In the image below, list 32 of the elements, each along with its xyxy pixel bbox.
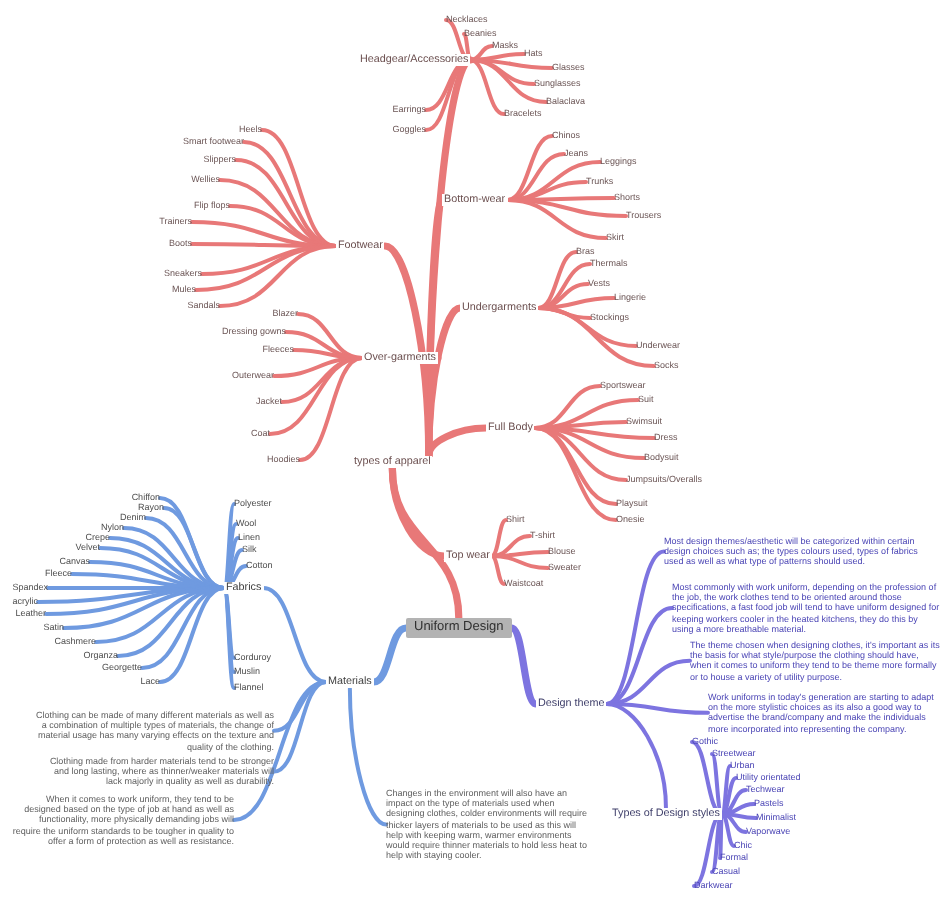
branch-line bbox=[370, 624, 410, 686]
branch-line bbox=[718, 812, 724, 860]
branch-line bbox=[260, 128, 338, 248]
branch-line bbox=[719, 812, 736, 848]
branch-line bbox=[158, 586, 226, 684]
branch-line bbox=[272, 680, 328, 774]
branch-line bbox=[508, 624, 540, 708]
branch-line bbox=[218, 244, 338, 308]
branch-line bbox=[532, 426, 618, 522]
branch-line bbox=[719, 764, 732, 816]
branch-line bbox=[604, 702, 668, 810]
branch-line bbox=[604, 606, 674, 706]
branch-line bbox=[505, 198, 608, 240]
branch-line bbox=[388, 464, 448, 560]
branch-line bbox=[162, 506, 226, 590]
branch-line bbox=[468, 58, 506, 116]
branch-line bbox=[489, 554, 506, 586]
branch-line bbox=[468, 44, 494, 62]
branch-line bbox=[298, 356, 364, 462]
branch-line bbox=[232, 680, 328, 822]
branch-line bbox=[116, 586, 226, 658]
branch-line bbox=[462, 32, 473, 62]
branch-line bbox=[268, 356, 364, 436]
branch-line bbox=[261, 586, 328, 684]
branch-line bbox=[536, 250, 578, 310]
branch-line bbox=[505, 152, 566, 202]
branch-line bbox=[719, 776, 738, 816]
branch-line bbox=[347, 686, 388, 827]
branch-line bbox=[505, 134, 554, 202]
branch-line bbox=[489, 518, 508, 558]
branch-line bbox=[536, 306, 656, 368]
branch-line bbox=[536, 262, 592, 310]
